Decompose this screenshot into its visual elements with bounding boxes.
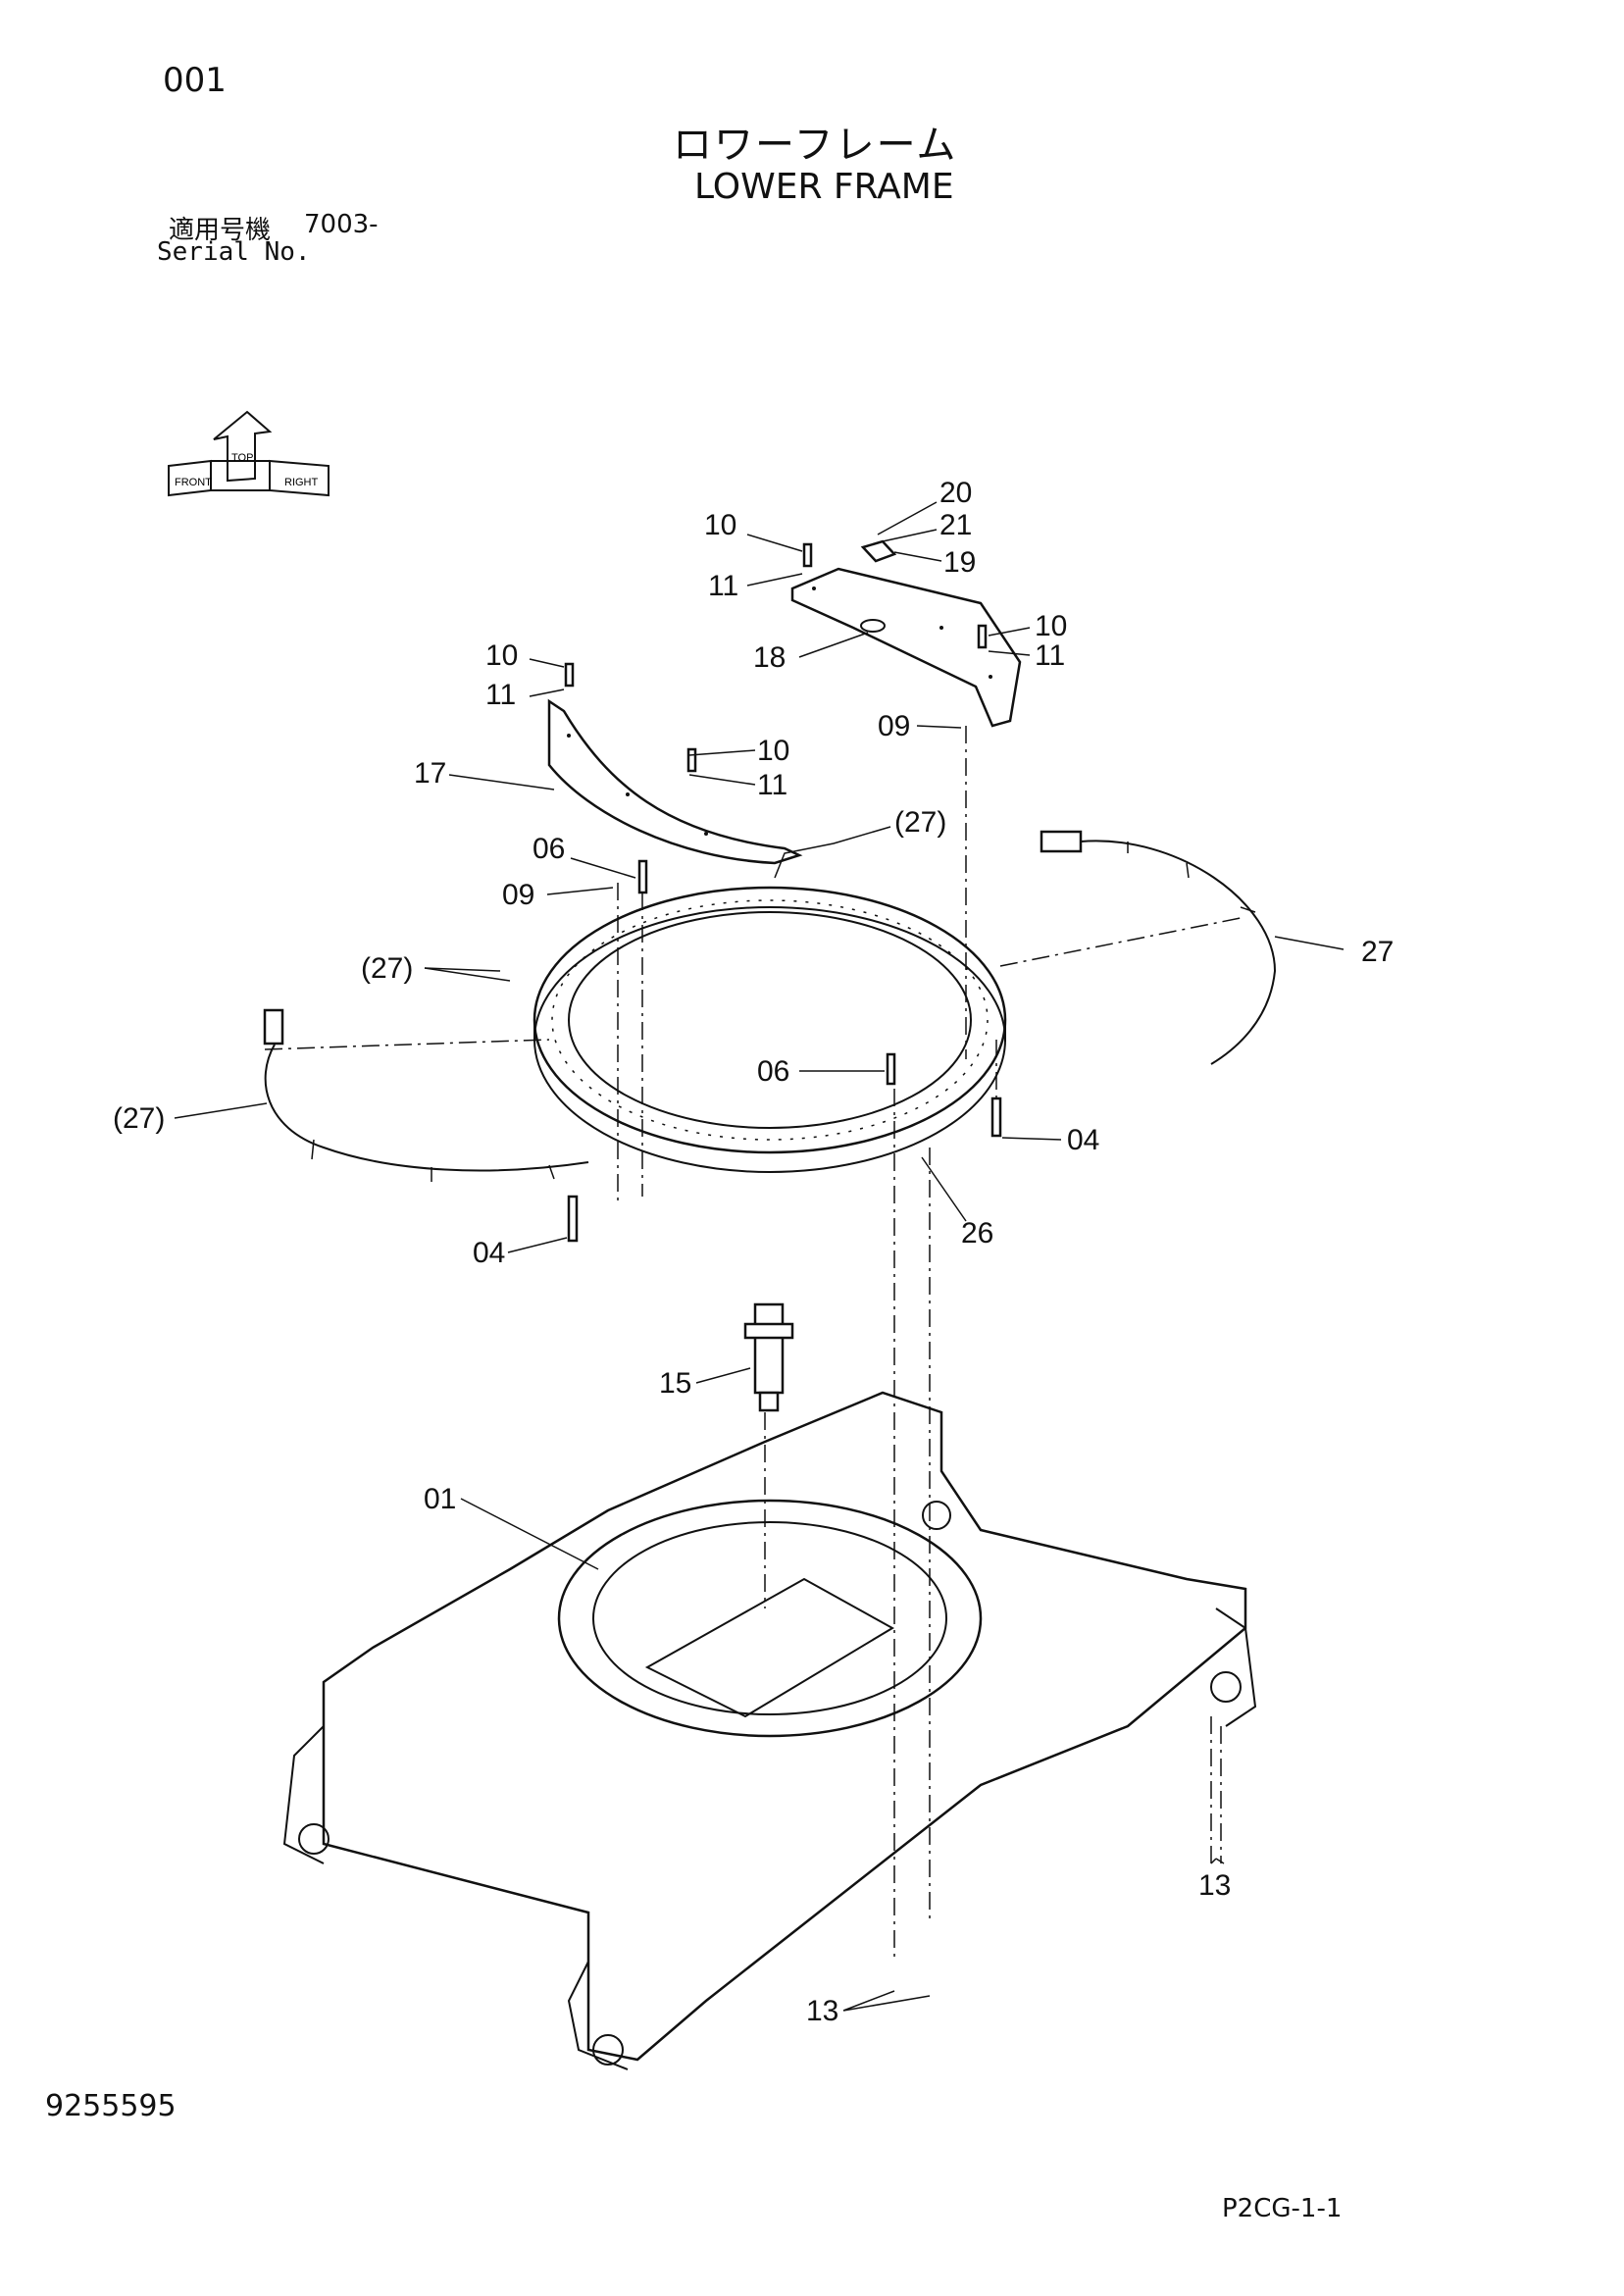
callout-19: 19 — [943, 546, 976, 579]
callout-27: (27) — [113, 1102, 165, 1135]
icon-label-front: FRONT — [175, 477, 212, 488]
callout-04: 04 — [1067, 1124, 1099, 1156]
callout-13: 13 — [1198, 1869, 1231, 1902]
callout-18: 18 — [753, 641, 786, 674]
callout-04: 04 — [473, 1237, 505, 1269]
callout-06: 06 — [757, 1055, 789, 1088]
callout-20: 20 — [939, 477, 972, 509]
callout-11: 11 — [757, 769, 787, 801]
document-number: 9255595 — [45, 2089, 177, 2123]
callout-26: 26 — [961, 1217, 993, 1250]
part-27-harness-right — [1040, 830, 1277, 1065]
callout-10: 10 — [757, 735, 789, 767]
part-27-harness-left — [263, 1008, 589, 1182]
part-01-lower-frame — [282, 1391, 1257, 2070]
leader-lines — [174, 501, 1345, 2012]
callout-11: 11 — [708, 570, 738, 602]
callout-13: 13 — [806, 1995, 838, 2027]
serial-number-value: 7003- — [304, 210, 379, 239]
callout-10: 10 — [485, 639, 518, 672]
icon-label-top: TOP — [231, 452, 253, 464]
callout-21: 21 — [939, 509, 972, 541]
callout-01: 01 — [424, 1483, 456, 1515]
page-title-english: LOWER FRAME — [694, 167, 954, 207]
icon-label-right: RIGHT — [284, 477, 319, 488]
page-title-japanese: ロワーフレーム — [673, 123, 958, 168]
part-15-swivel-joint — [743, 1302, 794, 1412]
orientation-arrows-icon: FRONT TOP RIGHT — [168, 410, 330, 497]
callout-11: 11 — [485, 679, 516, 711]
part-17-curved-plate — [547, 698, 803, 865]
serial-label-japanese: 適用号機 — [169, 216, 272, 245]
part-18-cover-plate — [790, 567, 1022, 728]
callout-11: 11 — [1035, 639, 1065, 672]
callout-09: 09 — [878, 710, 910, 742]
serial-label-english: Serial No. — [157, 237, 311, 267]
part-19-small-plate — [860, 539, 897, 563]
callout-27: 27 — [1361, 936, 1394, 968]
page-number: 001 — [163, 61, 227, 100]
callout-labels: 20 21 19 10 11 18 10 11 09 10 11 10 11 1… — [113, 477, 1394, 2027]
bolt-06 — [886, 1052, 896, 1086]
bolt-04-right — [990, 1097, 1002, 1138]
callout-06: 06 — [533, 833, 565, 865]
part-26-swing-bearing — [533, 886, 1007, 1173]
page-code: P2CG-1-1 — [1222, 2194, 1343, 2223]
bolt-04-left — [567, 1195, 579, 1243]
callout-10: 10 — [1035, 610, 1067, 642]
center-lines — [264, 726, 1246, 1962]
callout-27: (27) — [361, 952, 413, 985]
callout-17: 17 — [414, 757, 446, 790]
callout-09: 09 — [502, 879, 534, 911]
callout-15: 15 — [659, 1367, 691, 1400]
callout-27: (27) — [894, 806, 946, 839]
callout-10: 10 — [704, 509, 736, 541]
